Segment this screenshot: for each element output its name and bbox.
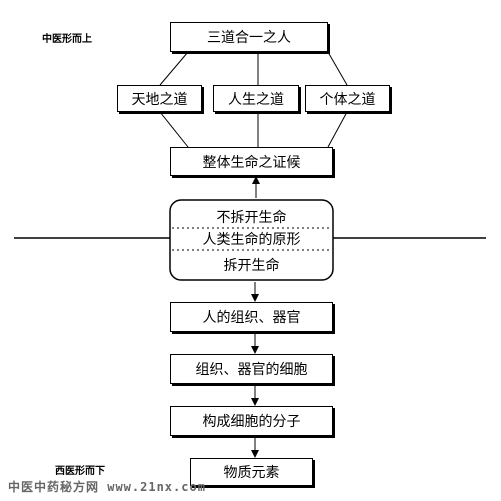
box-fenzi: 构成细胞的分子 — [170, 406, 333, 436]
text-chaikai: 拆开生命 — [223, 258, 280, 274]
text-buchai: 不拆开生命 — [216, 210, 287, 226]
watermark-text: 中医中药秘方网 www.21nx.com — [8, 480, 206, 494]
box-zuzhi: 人的组织、器官 — [170, 302, 333, 332]
box-geti: 个体之道 — [305, 85, 390, 112]
line-root-geti — [327, 51, 348, 86]
central-box — [169, 199, 334, 281]
line-tiandi-zhengti — [159, 111, 189, 148]
box-wuzhi: 物质元素 — [190, 458, 313, 486]
box-zhengti: 整体生命之证候 — [170, 147, 333, 176]
box-rensheng: 人生之道 — [213, 85, 299, 112]
text-renlei: 人类生命的原形 — [202, 232, 301, 248]
box-xibao: 组织、器官的细胞 — [170, 354, 333, 384]
line-geti-zhengti — [327, 111, 348, 148]
bottom-left-label: 西医形而下 — [55, 466, 105, 477]
line-root-tiandi — [159, 51, 189, 86]
box-tiandi: 天地之道 — [117, 85, 202, 112]
top-left-label: 中医形而上 — [42, 34, 92, 45]
box-root: 三道合一之人 — [170, 22, 328, 52]
